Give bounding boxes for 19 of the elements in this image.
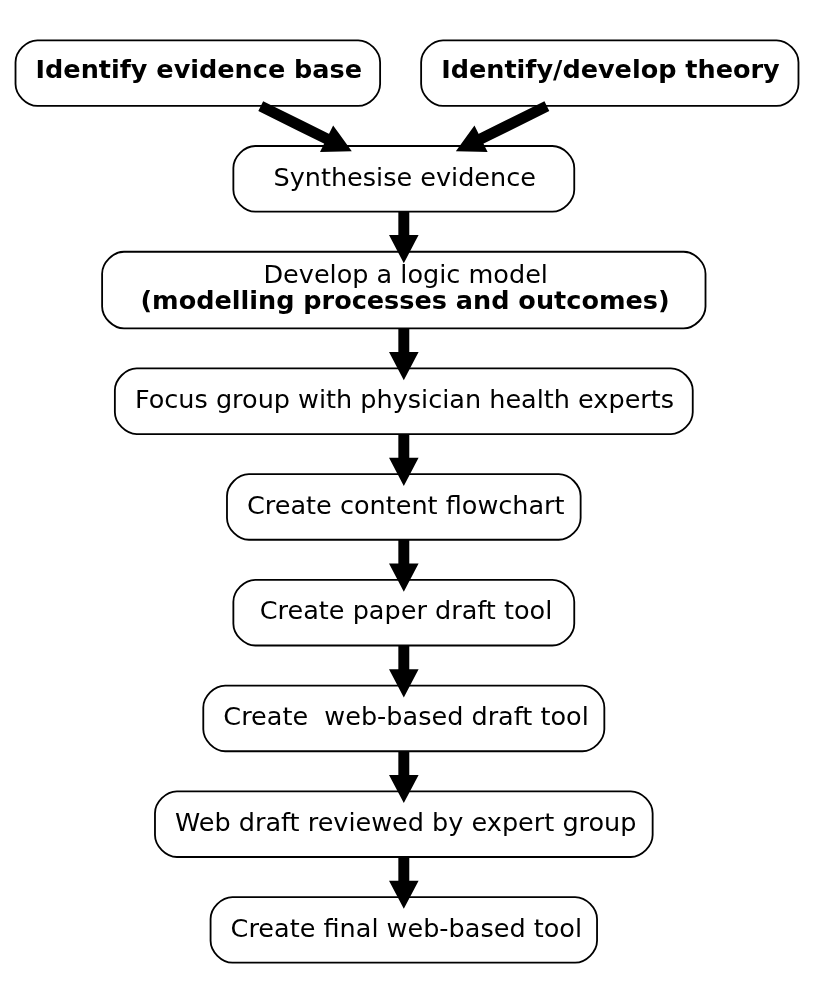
arrow bbox=[389, 539, 419, 592]
node-box: Create web-based draft tool bbox=[202, 684, 606, 752]
arrow bbox=[389, 433, 419, 486]
arrow bbox=[389, 211, 419, 263]
node-box: Develop a logic model (modelling processes and outcomes) bbox=[101, 250, 707, 329]
node-box: Create paper draft tool bbox=[232, 578, 576, 646]
node-box: Web draft reviewed by expert group bbox=[154, 789, 654, 858]
arrow bbox=[455, 100, 550, 152]
node-box: Create final web-based tool bbox=[209, 895, 598, 964]
node-box: Identify evidence base bbox=[14, 38, 382, 107]
node-box: Identify/develop theory bbox=[420, 38, 800, 107]
arrow bbox=[258, 100, 352, 152]
node-box: Focus group with physician health experts bbox=[113, 367, 694, 435]
arrow bbox=[389, 856, 419, 909]
arrow bbox=[389, 645, 419, 697]
node-box: Create content flowchart bbox=[226, 472, 582, 541]
arrow bbox=[389, 750, 419, 803]
arrow bbox=[389, 328, 419, 380]
node-box: Synthesise evidence bbox=[232, 144, 576, 213]
